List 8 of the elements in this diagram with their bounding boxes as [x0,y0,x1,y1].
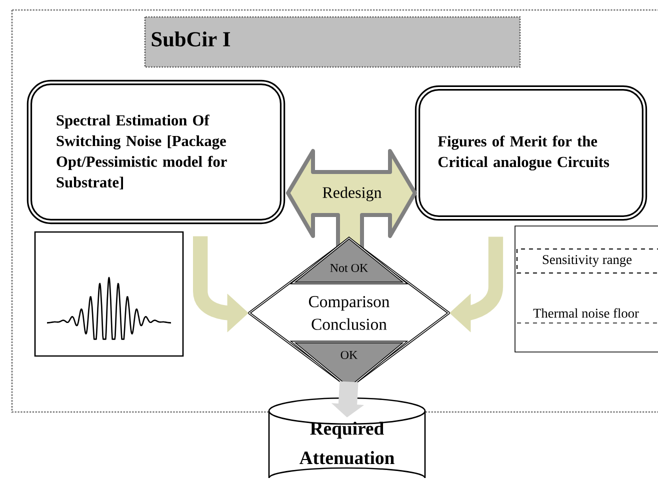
process-box: Spectral Estimation Of Switching Noise [Package Opt/Pessimistic model for Substrate] [26,80,286,224]
floor-label: Thermal noise floor [516,308,658,324]
spectrum-plot-drawing [34,231,184,357]
title-band: SubCir I [144,16,521,68]
node-label: Required Attenuation [299,422,394,464]
range-label: Sensitivity range [516,248,658,274]
storage-cylinder: Required Attenuation [268,397,426,479]
process-box: Figures of Merit for the Critical analogue Circuits [414,85,648,221]
